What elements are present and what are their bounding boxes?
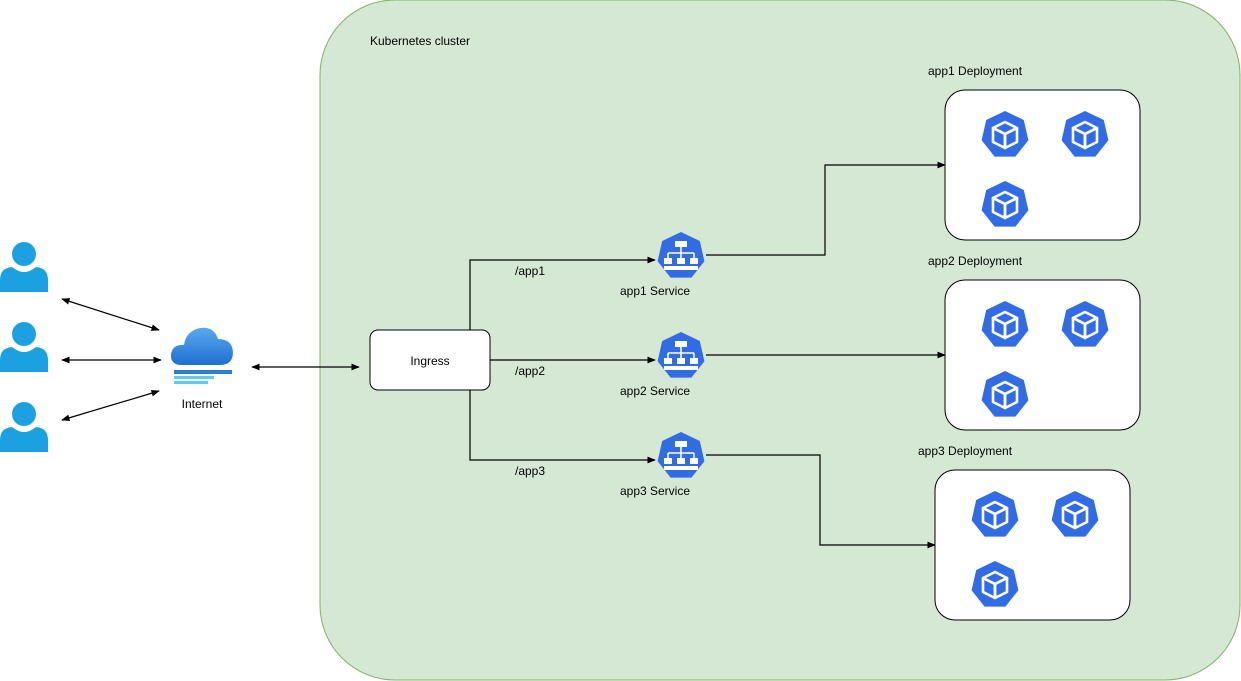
user-internet-edges (61, 298, 162, 422)
route-path-app2: /app2 (515, 364, 545, 378)
deployment-label: app1 Deployment (928, 64, 1023, 78)
service-app1: app1 Service (620, 231, 706, 298)
service-label: app2 Service (620, 384, 690, 398)
route-path-app1: /app1 (515, 264, 545, 278)
deployment-label: app2 Deployment (928, 254, 1023, 268)
cluster-label: Kubernetes cluster (370, 34, 470, 48)
deployment-label: app3 Deployment (918, 444, 1013, 458)
user-icon (0, 322, 48, 372)
internet-label: Internet (182, 397, 223, 411)
ingress-service-edges (469, 256, 656, 464)
edge-service1-deployment1 (706, 161, 946, 256)
deployment-app2: app2 Deployment (928, 254, 1141, 431)
edge-ingress-app1 (469, 256, 656, 330)
user-icon (0, 242, 48, 292)
edge-service3-deployment3 (706, 454, 936, 549)
internet-node: Internet (170, 327, 233, 411)
ingress-label: Ingress (410, 354, 449, 368)
user-icon (0, 402, 48, 452)
edge-ingress-app3 (469, 390, 656, 464)
service-label: app3 Service (620, 484, 690, 498)
route-path-app3: /app3 (515, 464, 545, 478)
service-label: app1 Service (620, 284, 690, 298)
service-app2: app2 Service (620, 331, 706, 398)
edge-user3-internet (61, 389, 160, 422)
deployment-app3: app3 Deployment (918, 444, 1131, 621)
deployment-app1: app1 Deployment (928, 64, 1141, 241)
cloud-icon (170, 327, 233, 384)
edge-user1-internet (61, 298, 160, 331)
service-app3: app3 Service (620, 431, 706, 498)
users-group (0, 242, 48, 452)
ingress-node: Ingress (369, 329, 491, 391)
service-deployment-edges (706, 161, 946, 549)
